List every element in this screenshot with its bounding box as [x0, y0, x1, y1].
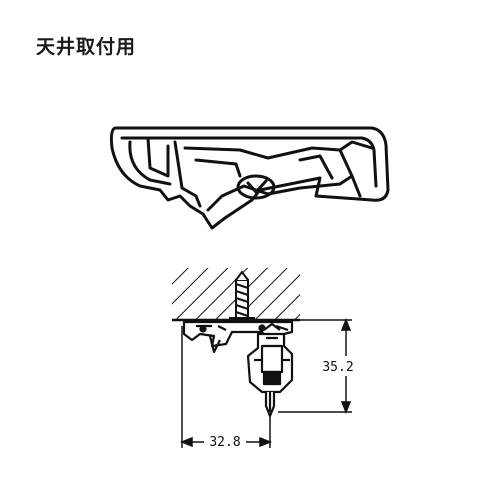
runner-hook-assembly [246, 322, 294, 418]
page-title: 天井取付用 [36, 36, 137, 58]
bracket-perspective-illustration [109, 126, 390, 230]
width-dimension-label: 32.8 [209, 435, 240, 450]
height-dimension-label: 35.2 [322, 360, 353, 375]
